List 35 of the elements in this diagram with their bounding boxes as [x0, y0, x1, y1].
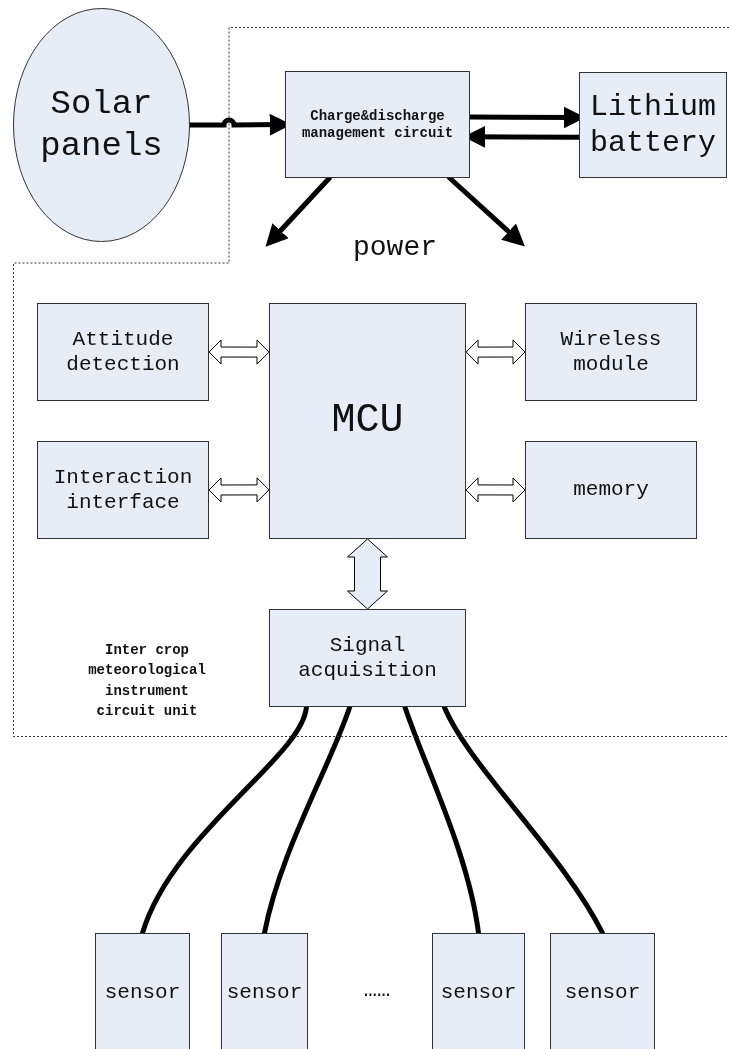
text-label: power: [353, 232, 437, 263]
process-box: [269, 609, 466, 707]
double-arrow: [465, 339, 526, 365]
node-label: Interaction interface: [52, 464, 194, 516]
node-label: sensor: [440, 980, 517, 1006]
double-arrow: [208, 339, 270, 365]
ellipse-node: [13, 8, 190, 242]
process-box: [550, 933, 655, 1049]
node-label: Lithium battery: [589, 89, 717, 161]
double-arrow: [465, 477, 526, 503]
process-box: [269, 303, 466, 539]
node-label: sensor: [564, 980, 641, 1006]
process-box: [579, 72, 727, 178]
process-box: [525, 441, 697, 539]
node-label: Solar panels: [39, 83, 164, 167]
process-box: [432, 933, 525, 1049]
node-label: sensor: [226, 980, 303, 1006]
process-box: [525, 303, 697, 401]
node-label: memory: [573, 477, 649, 503]
node-label: MCU: [331, 397, 404, 445]
process-box: [37, 441, 209, 539]
process-box: [221, 933, 308, 1049]
process-box: [285, 71, 470, 178]
process-box: [37, 303, 209, 401]
ellipsis-text: ……: [363, 978, 391, 1003]
process-box: [95, 933, 190, 1049]
node-label: Charge&discharge management circuit: [300, 107, 455, 142]
node-label: sensor: [104, 980, 181, 1006]
node-label: Wireless module: [559, 326, 663, 378]
double-arrow: [347, 538, 388, 610]
node-label: Inter crop meteorological instrument circuit unit: [87, 641, 207, 721]
node-label: Signal acquisition: [297, 632, 438, 684]
dashed-boundary: [13, 27, 729, 737]
double-arrow: [208, 477, 270, 503]
node-label: Attitude detection: [65, 326, 181, 378]
